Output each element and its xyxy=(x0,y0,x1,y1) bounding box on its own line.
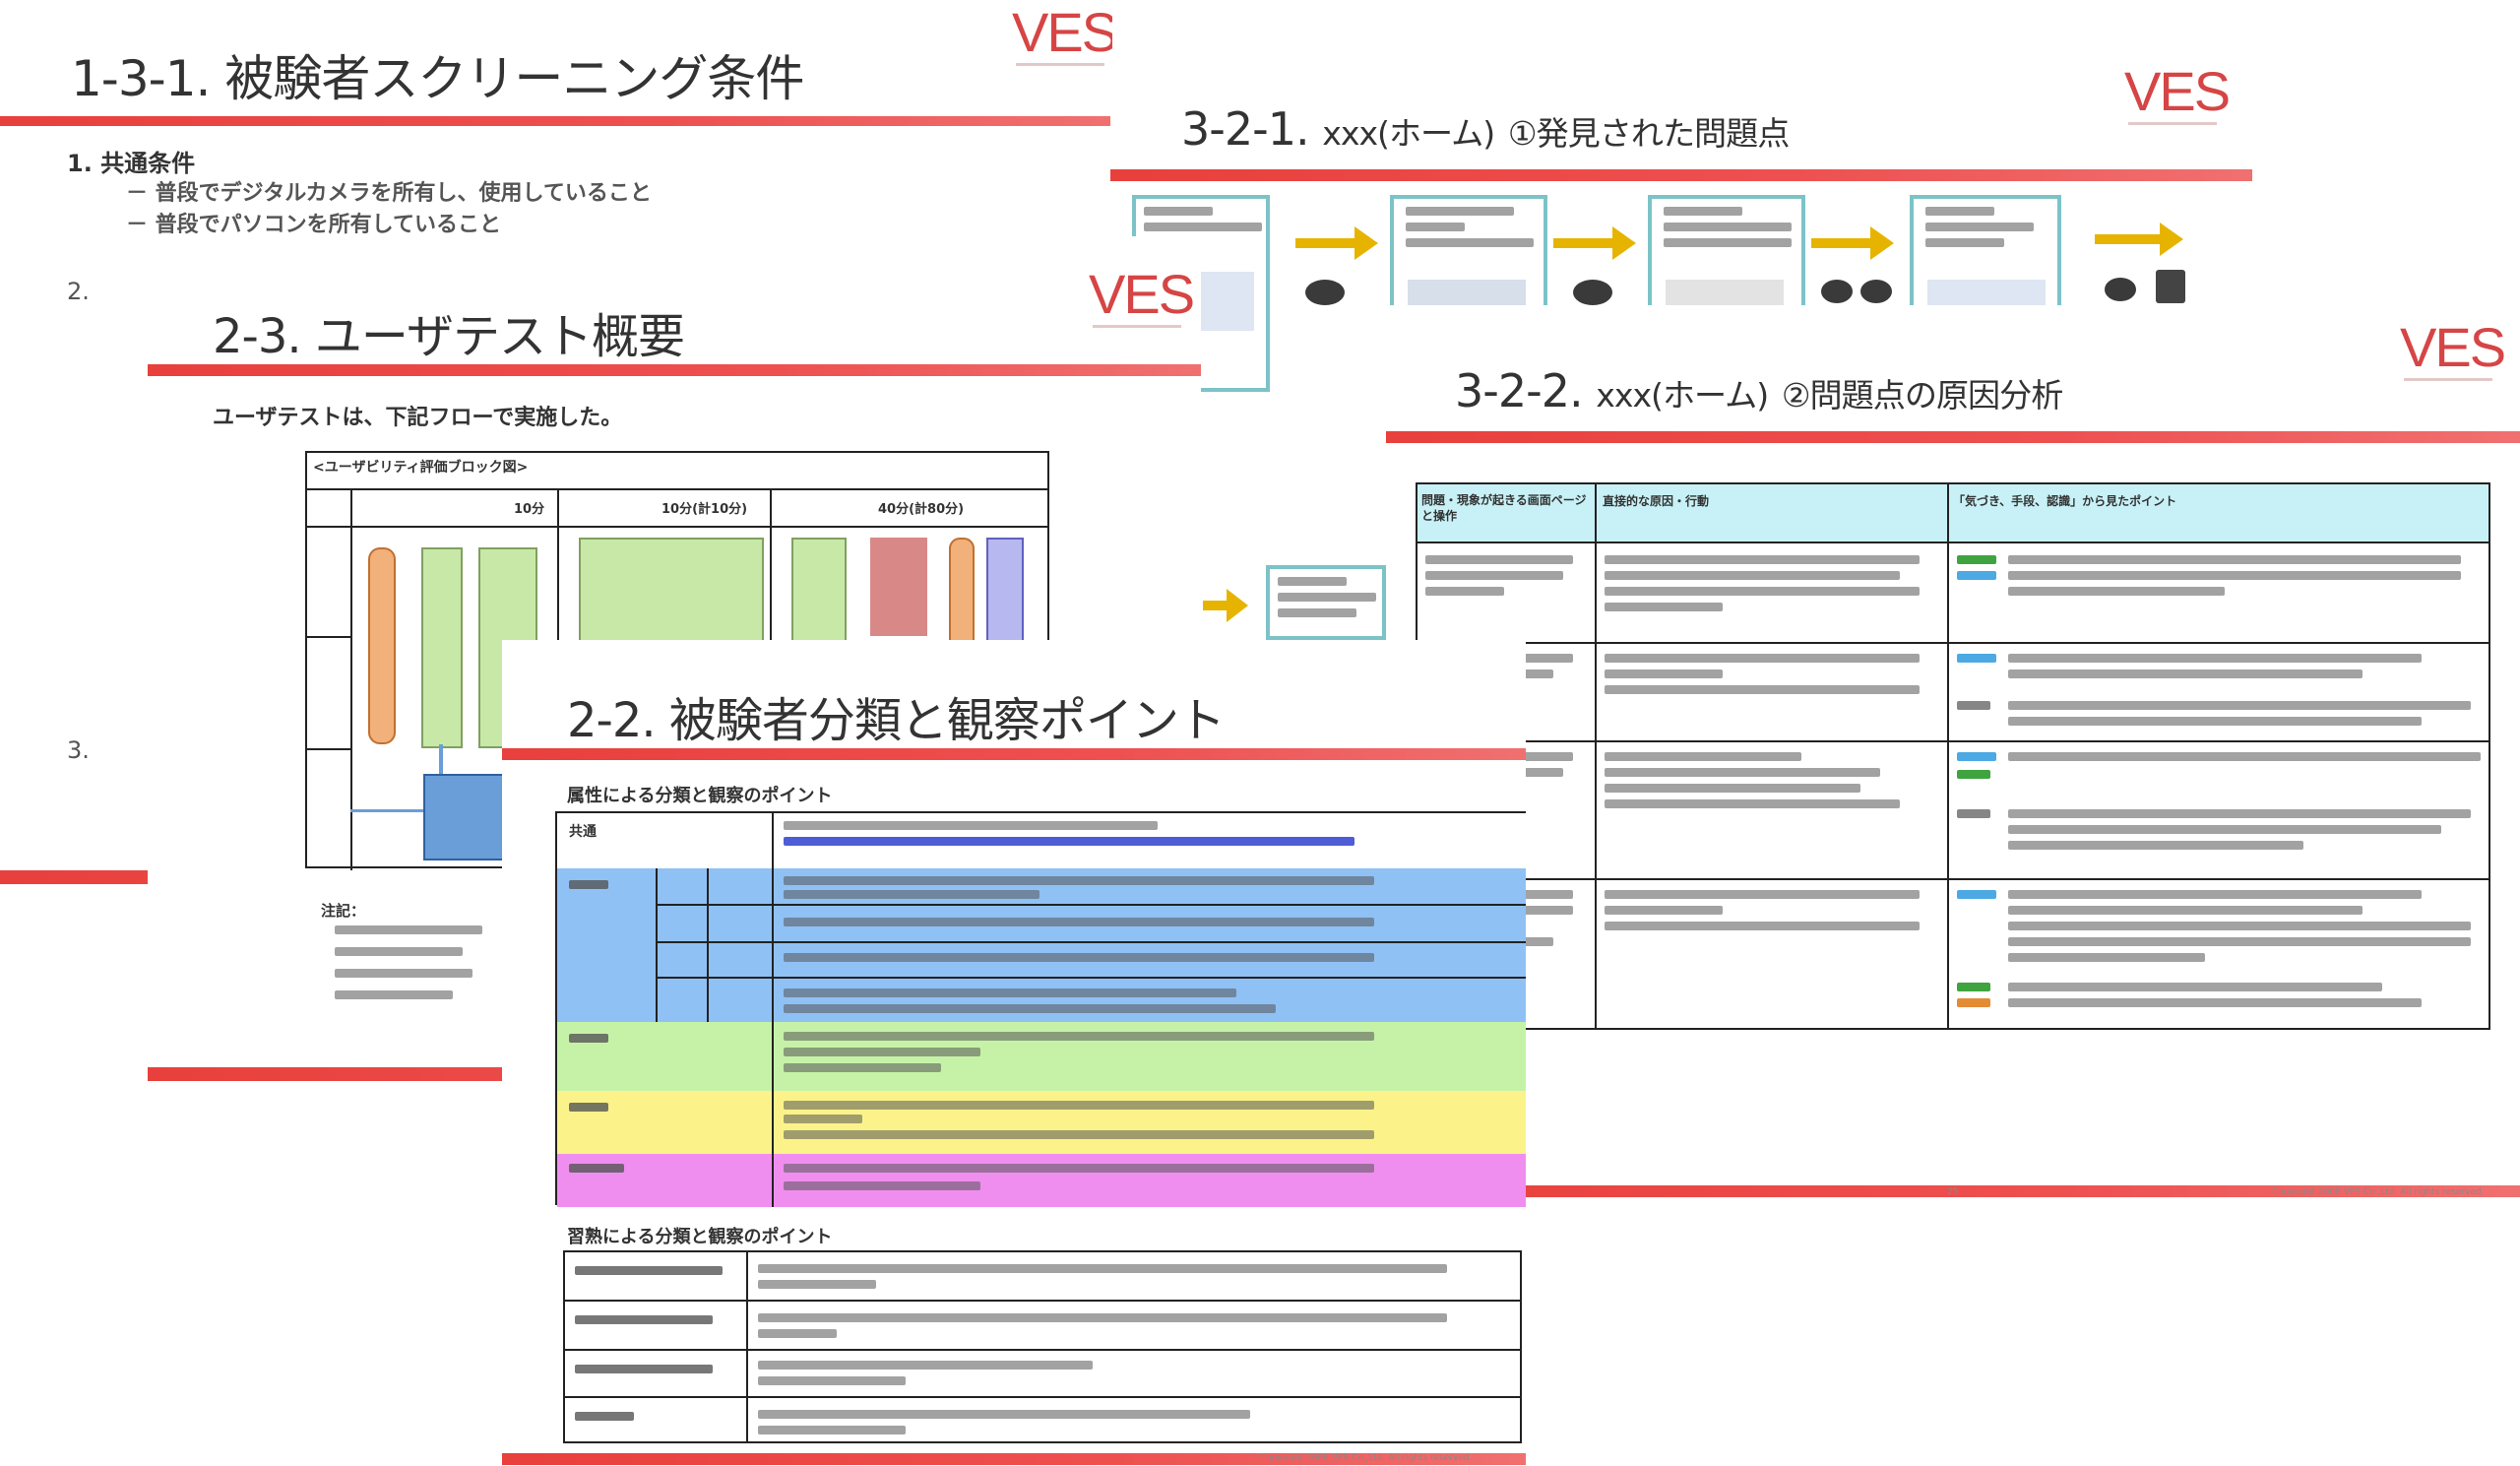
title-text: ユーザテスト概要 xyxy=(314,309,685,364)
connector-line xyxy=(350,809,423,812)
copyright: Copyright 2008 VES Co.,Ltd. All rights r… xyxy=(1260,1453,1470,1463)
logo-tagline xyxy=(1093,325,1181,328)
ves-logo: VES xyxy=(1012,1,1112,63)
title-subject: xxx(ホーム) xyxy=(1322,114,1495,153)
slide-title: 2-2. 被験者分類と観察ポイント xyxy=(567,681,1226,750)
step-marker xyxy=(1305,280,1345,305)
flow-box-fragment xyxy=(1266,565,1386,640)
flow-arrow-fragment xyxy=(1203,589,1248,622)
flow-arrow xyxy=(1811,226,1894,260)
title-subject: xxx(ホーム) xyxy=(1596,376,1769,414)
time-label-2: 10分(計10分) xyxy=(662,502,748,517)
title-number: 1-3-1. xyxy=(71,50,211,107)
title-underline xyxy=(0,116,1112,126)
step-marker xyxy=(1573,280,1612,305)
bottom-line xyxy=(1386,1185,2520,1197)
title-number: 3-2-1. xyxy=(1181,102,1310,156)
condition-item-1: 1. 共通条件 xyxy=(67,150,196,177)
logo-tagline xyxy=(2404,378,2492,381)
block-green-1 xyxy=(421,547,463,748)
slide-title: 3-2-1. xxx(ホーム) ①発見された問題点 xyxy=(1181,102,1791,156)
slide-root-cause-analysis: 3-2-2. xxx(ホーム) ②問題点の原因分析 VES 問題・現象が起きる画… xyxy=(1386,305,2520,1211)
ves-logo: VES xyxy=(1089,263,1195,325)
block-red xyxy=(870,538,927,636)
page-number: 25 xyxy=(1947,1187,1959,1197)
step-marker xyxy=(1821,280,1853,303)
title-underline xyxy=(1386,431,2520,443)
condition-item-2: 2. xyxy=(67,278,90,305)
time-label-3: 40分(計80分) xyxy=(878,502,965,517)
proficiency-table xyxy=(563,1250,1522,1443)
flow-arrow xyxy=(2095,223,2183,256)
logo-tagline xyxy=(2128,122,2217,125)
step-marker xyxy=(2105,278,2136,301)
title-text: ②問題点の原因分析 xyxy=(1781,376,2064,414)
copyright: Copyright 2008 VES Co.,Ltd. All rights r… xyxy=(2272,1187,2482,1197)
analysis-table: 問題・現象が起きる画面ページと操作 直接的な原因・行動 「気づき、手段、認識」か… xyxy=(1416,482,2490,1030)
header-cell: 直接的な原因・行動 xyxy=(1603,494,1710,508)
title-number: 2-3. xyxy=(213,309,302,364)
slide-title: 3-2-2. xxx(ホーム) ②問題点の原因分析 xyxy=(1455,364,2064,417)
condition-bullet-1: － 普段でデジタルカメラを所有し、使用していること xyxy=(126,181,652,206)
block-blue xyxy=(423,774,510,860)
block-lavender xyxy=(986,538,1024,650)
row-pink xyxy=(557,1154,1526,1207)
condition-bullet-2: － 普段でパソコンを所有していること xyxy=(126,213,502,237)
flow-arrow xyxy=(1553,226,1636,260)
title-underline xyxy=(502,748,1526,760)
title-underline xyxy=(148,364,1201,376)
row-header: 共通 xyxy=(569,824,597,840)
title-text: 被験者分類と観察ポイント xyxy=(668,693,1226,748)
bottom-line xyxy=(502,1453,1526,1465)
time-label-1: 10分 xyxy=(514,502,545,517)
slide-title: 1-3-1. 被験者スクリーニング条件 xyxy=(71,39,804,110)
slide-title: 2-3. ユーザテスト概要 xyxy=(213,297,685,366)
flow-arrow xyxy=(1295,226,1378,260)
section-heading-attributes: 属性による分類と観察のポイント xyxy=(567,786,833,806)
slide-subject-classification: 2-2. 被験者分類と観察ポイント 属性による分類と観察のポイント 共通 xyxy=(502,640,1526,1466)
title-text: 被験者スクリーニング条件 xyxy=(224,50,804,107)
header-cell: 「気づき、手段、認識」から見たポイント xyxy=(1953,494,2177,508)
intro-text: ユーザテストは、下記フローで実施した。 xyxy=(213,406,623,430)
title-text: ①発見された問題点 xyxy=(1507,114,1791,153)
notes-label: 注記： xyxy=(321,902,366,920)
block-orange-2 xyxy=(949,538,975,650)
step-marker xyxy=(1860,280,1892,303)
header-cell: 問題・現象が起きる画面ページと操作 xyxy=(1421,493,1587,523)
block-orange xyxy=(368,547,396,744)
ves-logo: VES xyxy=(2124,60,2231,122)
condition-item-3: 3. xyxy=(67,736,90,764)
ves-logo: VES xyxy=(2400,316,2506,378)
title-number: 2-2. xyxy=(567,693,657,748)
diagram-caption: <ユーザビリティ評価ブロック図> xyxy=(313,460,529,476)
connector-line xyxy=(439,744,443,774)
title-underline xyxy=(1110,169,2252,181)
attribute-table: 共通 xyxy=(555,811,1526,1207)
section-heading-proficiency: 習熟による分類と観察のポイント xyxy=(567,1227,833,1247)
logo-tagline xyxy=(1016,63,1104,66)
title-number: 3-2-2. xyxy=(1455,364,1584,417)
row-blue xyxy=(557,868,1526,1024)
device-icon xyxy=(2156,270,2185,303)
